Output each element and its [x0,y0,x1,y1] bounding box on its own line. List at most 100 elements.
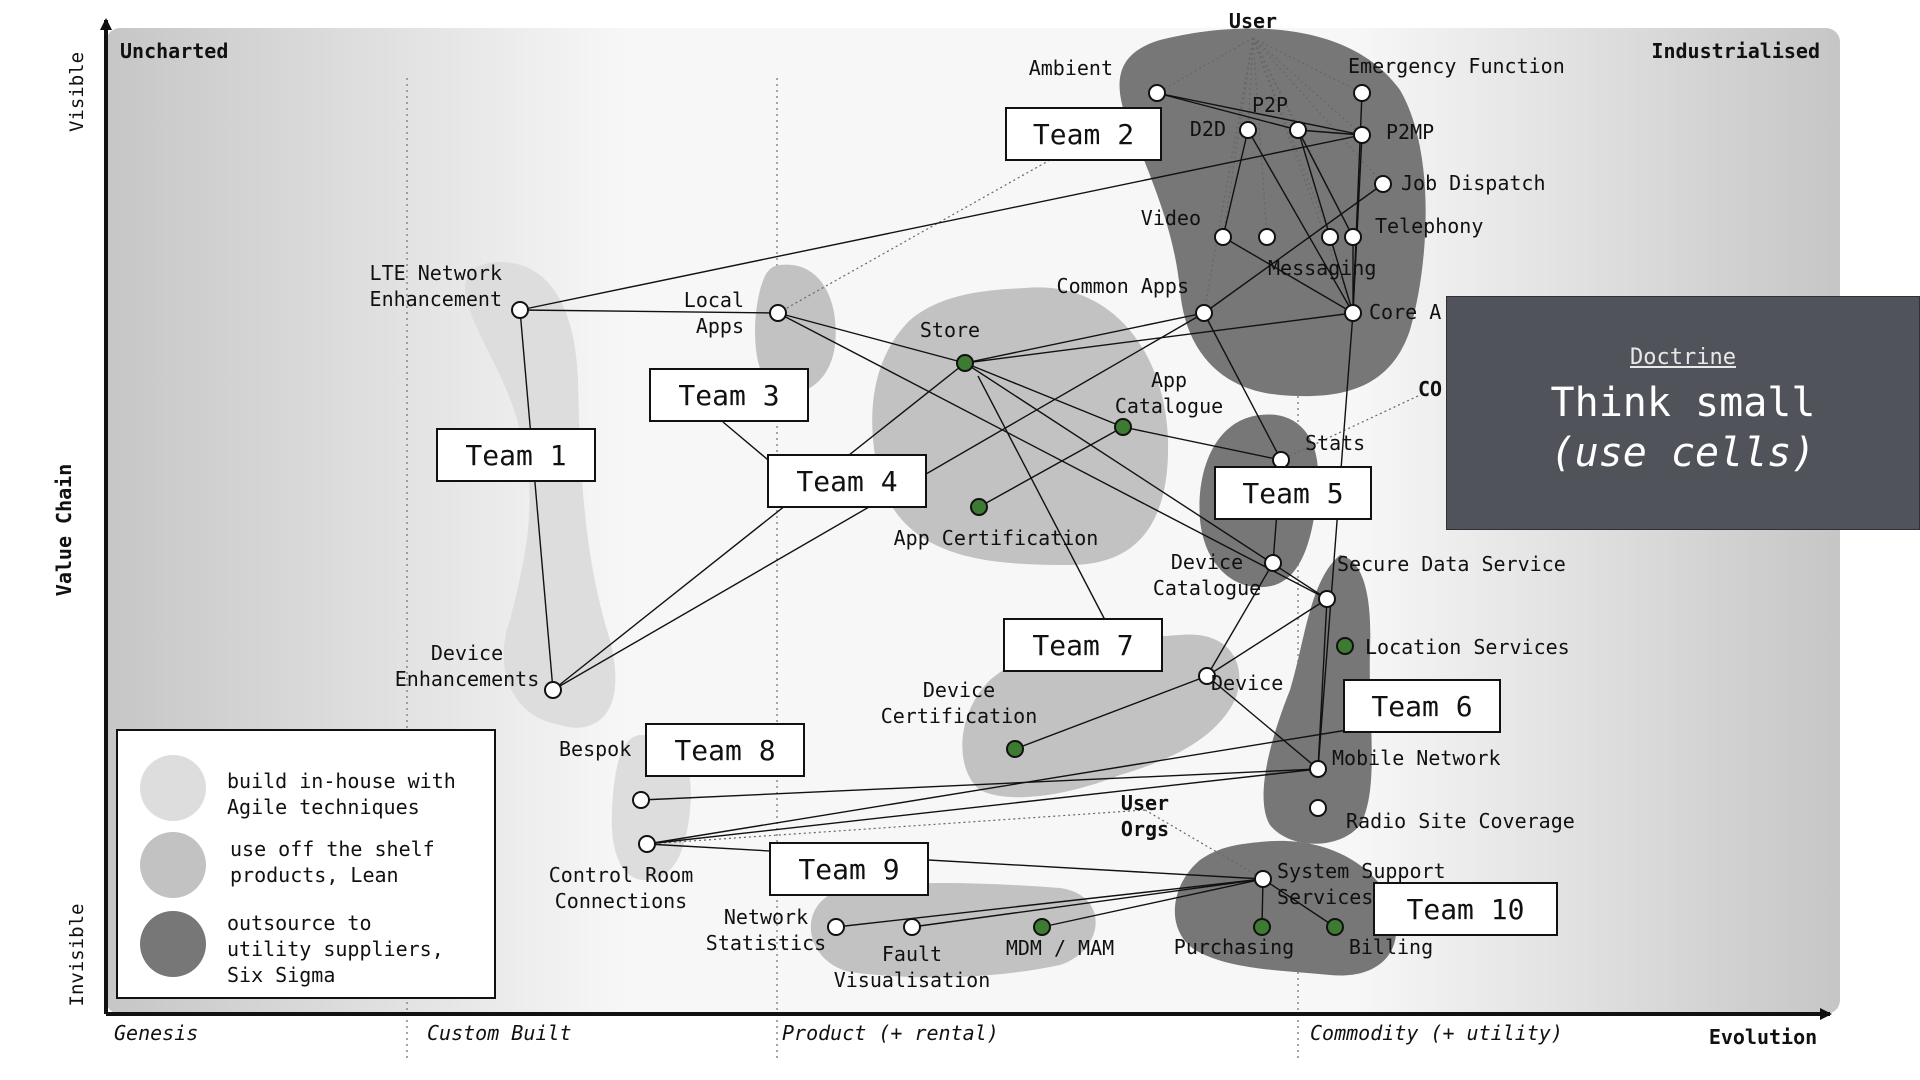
y-axis-label-visible: Visible [66,52,88,132]
label-device: Device [1211,671,1283,695]
team-frame-t9 [769,842,929,896]
node-store [956,354,974,372]
dotted-link-t2-localapps [777,159,1051,314]
doctrine-panel: Doctrine Think small (use cells) [1446,296,1920,530]
dotted-link-user-video [1222,37,1254,238]
link-devicecatalogue-device [1206,562,1274,677]
node-jobdispatch [1374,175,1392,193]
link-commonapps-stats [1203,312,1282,461]
label-telephony: Telephony [1375,214,1483,238]
team-box-t1: Team 1 [436,428,596,482]
dotted-link-user-emergency [1252,37,1363,94]
team-label-t2: Team 2 [1033,118,1134,151]
node-ambient [1148,84,1166,102]
node-device [1198,667,1216,685]
link-d2d-coreapps [1247,129,1354,314]
node-billing [1326,918,1344,936]
legend-swatch-offshelf [140,832,206,898]
link-syssupport-billing [1262,878,1336,928]
blob-inhouse-lte [465,262,616,728]
label-co: CO [1418,377,1442,401]
team-box-t6: Team 6 [1343,679,1501,733]
node-devicecatalogue [1264,554,1282,572]
node-commonapps [1195,304,1213,322]
label-billing: Billing [1349,935,1433,959]
team-frame-t8 [645,723,805,777]
stage-commodity: Commodity (+ utility) [1310,1021,1563,1045]
team-box-t9: Team 9 [769,842,929,896]
team-label-t5: Team 5 [1242,477,1343,510]
node-deviceenh [544,681,562,699]
dotted-link-user-p2mp [1252,37,1363,136]
link-device-devicecert [1014,675,1208,750]
stage-genesis: Genesis [114,1021,198,1045]
dotted-link-co-stats [1280,395,1419,461]
link-ambient-p2p [1156,92,1299,131]
link-syssupport-mdm [1041,878,1264,928]
team-box-t10: Team 10 [1373,882,1558,936]
node-radiosite [1309,799,1327,817]
node-localapps [769,304,787,322]
node-coreapps [1344,304,1362,322]
legend-outsource-line-2: utility suppliers, [227,937,444,961]
label-p2p: P2P [1252,93,1288,117]
link-appcatalogue-appcert [978,426,1124,508]
dotted-link-user-messaging [1252,37,1331,238]
node-appcatalogue [1114,418,1132,436]
legend-swatch-outsource [140,911,206,977]
link-p2mp-coreapps [1352,134,1363,314]
node-d2d [1239,121,1257,139]
legend-inhouse-line-2: Agile techniques [227,795,420,819]
team-label-t1: Team 1 [465,439,566,472]
node-controlroom [638,835,656,853]
legend-offshelf-line-1: use off the shelf [230,837,435,861]
team-label-t6: Team 6 [1371,690,1472,723]
link-extra-0 [646,725,1373,845]
label-mobilenet: Mobile Network [1332,746,1501,770]
label-user: User [1229,9,1277,33]
team-box-t8: Team 8 [645,723,805,777]
dotted-link-user-ambient [1156,37,1254,94]
link-commonapps-store [964,312,1205,364]
link-controlroom-syssupport [646,843,1264,880]
node-mdm [1033,918,1051,936]
node-location [1336,637,1354,655]
team-label-t8: Team 8 [674,734,775,767]
link-p2p-coreapps [1297,129,1354,314]
label-appcert: App Certification [894,526,1099,550]
label-bespoke: Bespok [559,737,631,761]
link-syssupport-netstats [835,878,1264,928]
link-p2p-telephony [1297,129,1354,238]
y-axis-label-invisible: Invisible [66,904,88,1007]
team-label-t10: Team 10 [1406,893,1524,926]
label-location: Location Services [1365,635,1570,659]
link-ambient-p2mp [1156,92,1363,136]
link-device-mobilenet [1206,675,1319,770]
team-box-t7: Team 7 [1003,618,1163,672]
team-frame-t6 [1343,679,1501,733]
label-securedata: Secure Data Service [1337,552,1566,576]
node-stats [1272,451,1290,469]
team-label-t4: Team 4 [796,465,897,498]
label-d2d: D2D [1190,117,1226,141]
label-messaging: Messaging [1268,256,1376,280]
dotted-link-userorgs-controlroom [646,809,1146,845]
link-jobdispatch-commonapps [1203,183,1384,314]
corner-industrialised: Industrialised [1651,39,1820,63]
link-mobilenet-bespoke [640,768,1319,801]
doctrine-line-2: (use cells) [1550,430,1816,476]
team-frame-t4 [767,454,927,508]
link-p2p-p2mp [1297,129,1363,136]
legend-offshelf-line-2: products, Lean [230,863,399,887]
node-syssupport [1254,870,1272,888]
dotted-link-user-videob [1252,37,1268,238]
node-lte [511,301,529,319]
